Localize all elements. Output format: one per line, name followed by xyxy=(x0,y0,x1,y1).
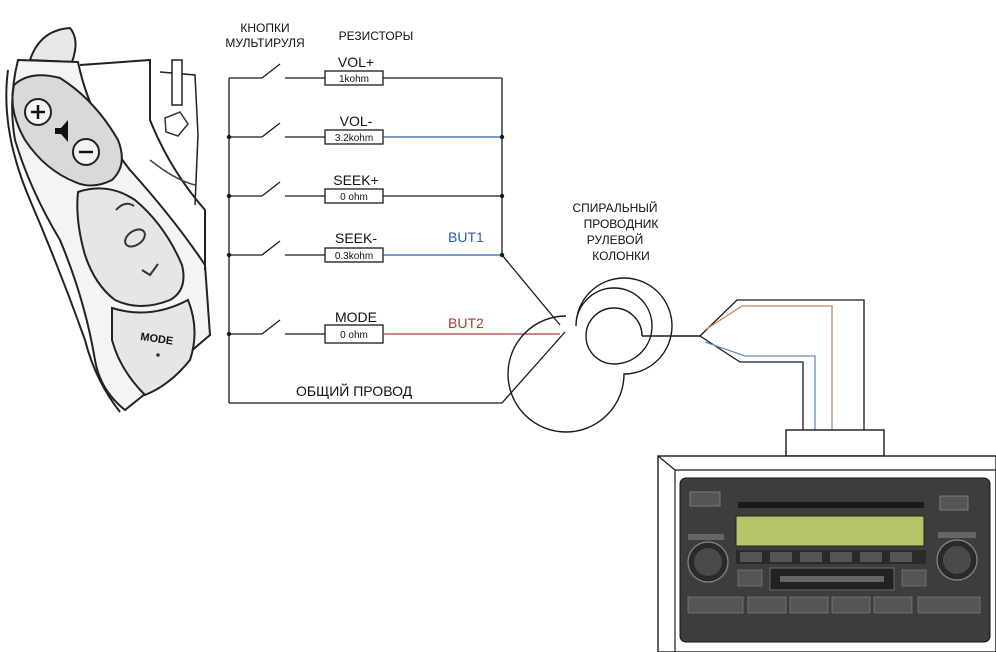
row-seek-plus xyxy=(229,181,502,204)
but2-label: BUT2 xyxy=(448,315,484,331)
row-mode xyxy=(229,319,560,344)
but1-label: BUT1 xyxy=(448,229,484,245)
row-seek-minus xyxy=(229,240,502,263)
junction-dots xyxy=(226,134,505,337)
spiral-label-2: ПРОВОДНИК xyxy=(584,217,659,231)
spiral-label-4: КОЛОНКИ xyxy=(592,249,650,263)
resistor-value: 3.2kohm xyxy=(335,133,373,144)
resistor-value: 0 ohm xyxy=(340,192,368,203)
radio-head-unit xyxy=(657,455,996,652)
resistor-value: 0.3kohm xyxy=(335,251,373,262)
wheel-mode-label: MODE xyxy=(140,331,174,347)
radio-connector xyxy=(785,429,885,457)
spiral-label-3: РУЛЕВОЙ xyxy=(587,232,643,247)
common-wire-label: ОБЩИЙ ПРОВОД xyxy=(296,382,413,399)
row-vol-minus xyxy=(229,122,502,145)
spiral-label-1: СПИРАЛЬНЫЙ xyxy=(572,200,657,215)
minus-icon xyxy=(72,138,100,166)
resistor-name: VOL+ xyxy=(338,54,374,70)
resistor-name: VOL- xyxy=(340,113,373,129)
steering-wheel-panel: MODE xyxy=(5,26,212,413)
radio-wires xyxy=(699,299,865,430)
resistor-name: SEEK- xyxy=(335,230,377,246)
buttons-header-line2: МУЛЬТИРУЛЯ xyxy=(225,36,304,50)
speaker-icon xyxy=(55,120,68,142)
resistors-header: РЕЗИСТОРЫ xyxy=(339,29,414,43)
resistor-value: 1kohm xyxy=(339,74,369,85)
seek-icon xyxy=(115,202,159,277)
schematic xyxy=(228,78,566,404)
resistor-value: 0 ohm xyxy=(340,330,368,341)
spiral-cable xyxy=(507,277,700,433)
row-vol-plus xyxy=(229,63,502,86)
resistor-name: MODE xyxy=(335,309,377,325)
resistor-name: SEEK+ xyxy=(333,172,379,188)
buttons-header-line1: КНОПКИ xyxy=(240,21,289,35)
plus-icon xyxy=(24,98,52,126)
